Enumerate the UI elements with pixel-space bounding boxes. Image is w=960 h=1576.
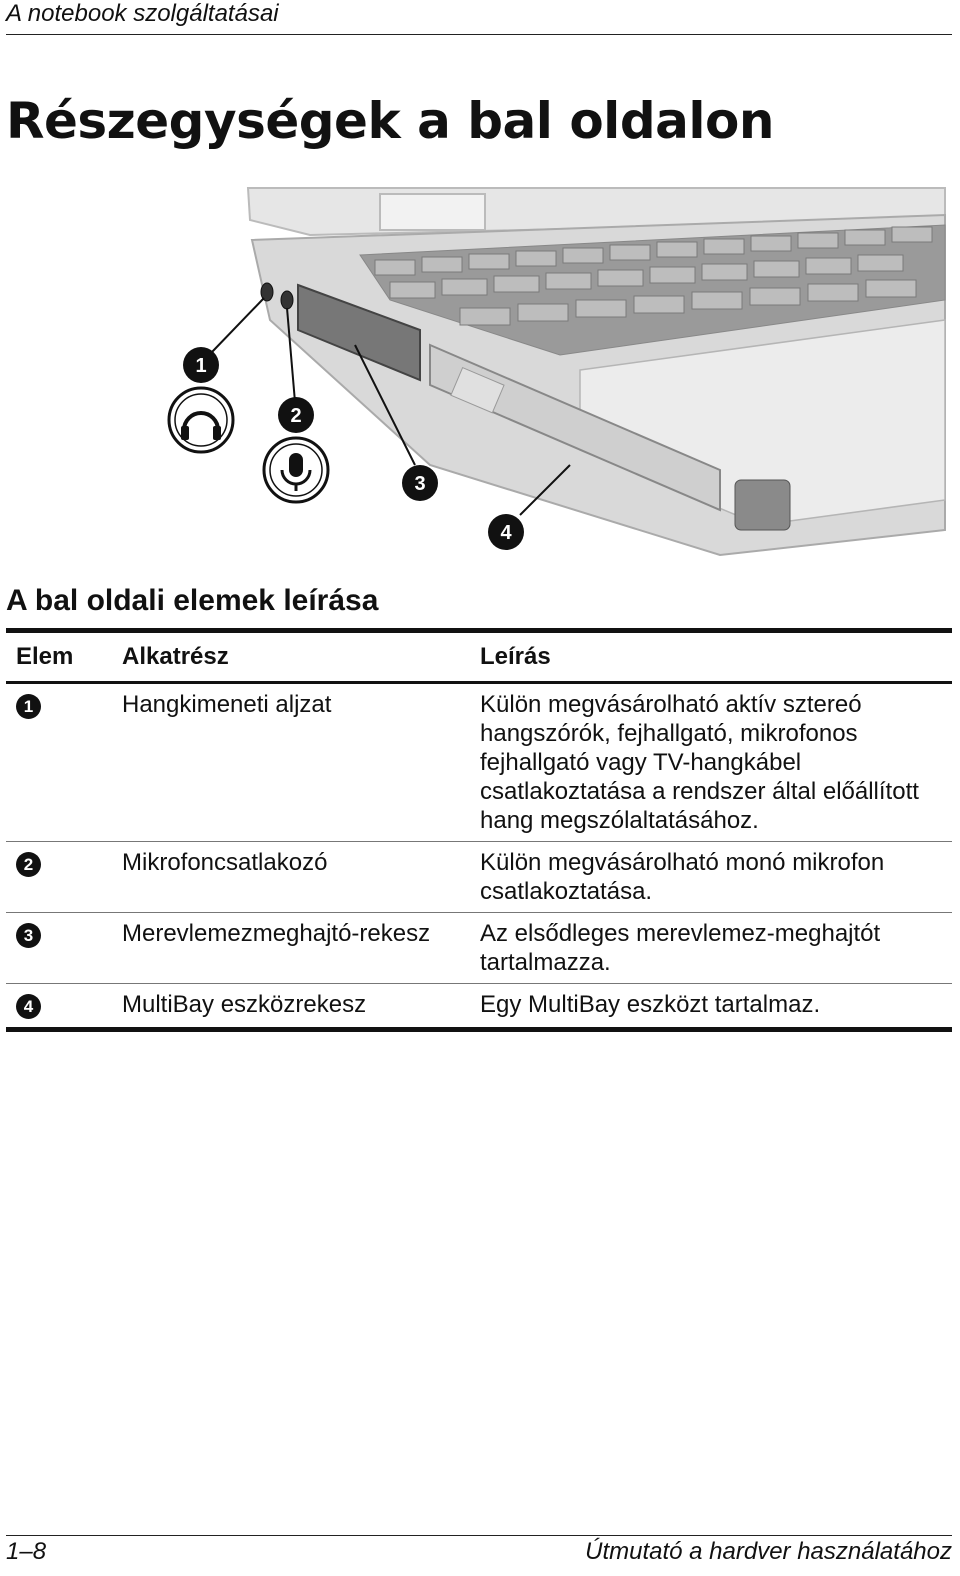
table-title: A bal oldali elemek leírása (6, 584, 379, 617)
page-number: 1–8 (6, 1538, 47, 1565)
microphone-icon (262, 436, 330, 504)
keyboard-keys (374, 226, 933, 326)
table-row: 2 Mikrofoncsatlakozó Külön megvásárolhat… (6, 842, 952, 913)
footer-book-title: Útmutató a hardver használatához (585, 1538, 952, 1565)
hinge (379, 193, 486, 231)
table-bottom-rule (6, 1027, 952, 1032)
component-name: Hangkimeneti aljzat (122, 691, 332, 718)
headphone-jack (260, 282, 274, 302)
callout-4: 4 (488, 514, 524, 550)
callout-3: 3 (402, 465, 438, 501)
item-number-badge: 2 (16, 852, 41, 877)
component-name: MultiBay eszközrekesz (122, 991, 367, 1018)
component-description: Külön megvásárolható monó mikrofon csatl… (480, 849, 885, 905)
front-speaker (734, 479, 791, 531)
hard-drive-bay (297, 283, 421, 382)
laptop-left-side-illustration: 1 2 3 4 (167, 187, 946, 557)
component-description: Egy MultiBay eszközt tartalmaz. (480, 991, 821, 1018)
table-row: 1 Hangkimeneti aljzat Külön megvásárolha… (6, 684, 952, 842)
callout-2-label: 2 (290, 405, 301, 427)
column-header-component: Alkatrész (122, 643, 229, 670)
column-header-item: Elem (16, 643, 74, 670)
component-name: Merevlemezmeghajtó-rekesz (122, 920, 431, 947)
table-top-rule (6, 628, 952, 633)
item-number-badge: 3 (16, 923, 41, 948)
callout-1-label: 1 (195, 355, 206, 377)
table-row: 3 Merevlemezmeghajtó-rekesz Az elsődlege… (6, 913, 952, 984)
component-description: Az elsődleges merevlemez-meghajtót tarta… (480, 920, 881, 976)
component-description: Külön megvásárolható aktív sztereó hangs… (480, 691, 919, 834)
table-header-row: Elem Alkatrész Leírás (6, 633, 952, 684)
callout-4-label: 4 (500, 522, 512, 544)
callout-1: 1 (183, 347, 219, 383)
header-rule (6, 34, 952, 35)
components-table: Elem Alkatrész Leírás 1 Hangkimeneti alj… (6, 628, 952, 1032)
item-number-badge: 4 (16, 994, 41, 1019)
multibay-latch (450, 366, 505, 414)
item-number-badge: 1 (16, 694, 41, 719)
component-name: Mikrofoncsatlakozó (122, 849, 328, 876)
callout-3-label: 3 (414, 473, 425, 495)
callout-2: 2 (278, 397, 314, 433)
microphone-jack (280, 290, 294, 310)
running-header: A notebook szolgáltatásai (6, 0, 279, 27)
table-row: 4 MultiBay eszközrekesz Egy MultiBay esz… (6, 984, 952, 1025)
column-header-description: Leírás (480, 643, 551, 670)
page-title: Részegységek a bal oldalon (6, 92, 774, 150)
footer-rule (6, 1535, 952, 1536)
headphones-icon (167, 386, 235, 454)
